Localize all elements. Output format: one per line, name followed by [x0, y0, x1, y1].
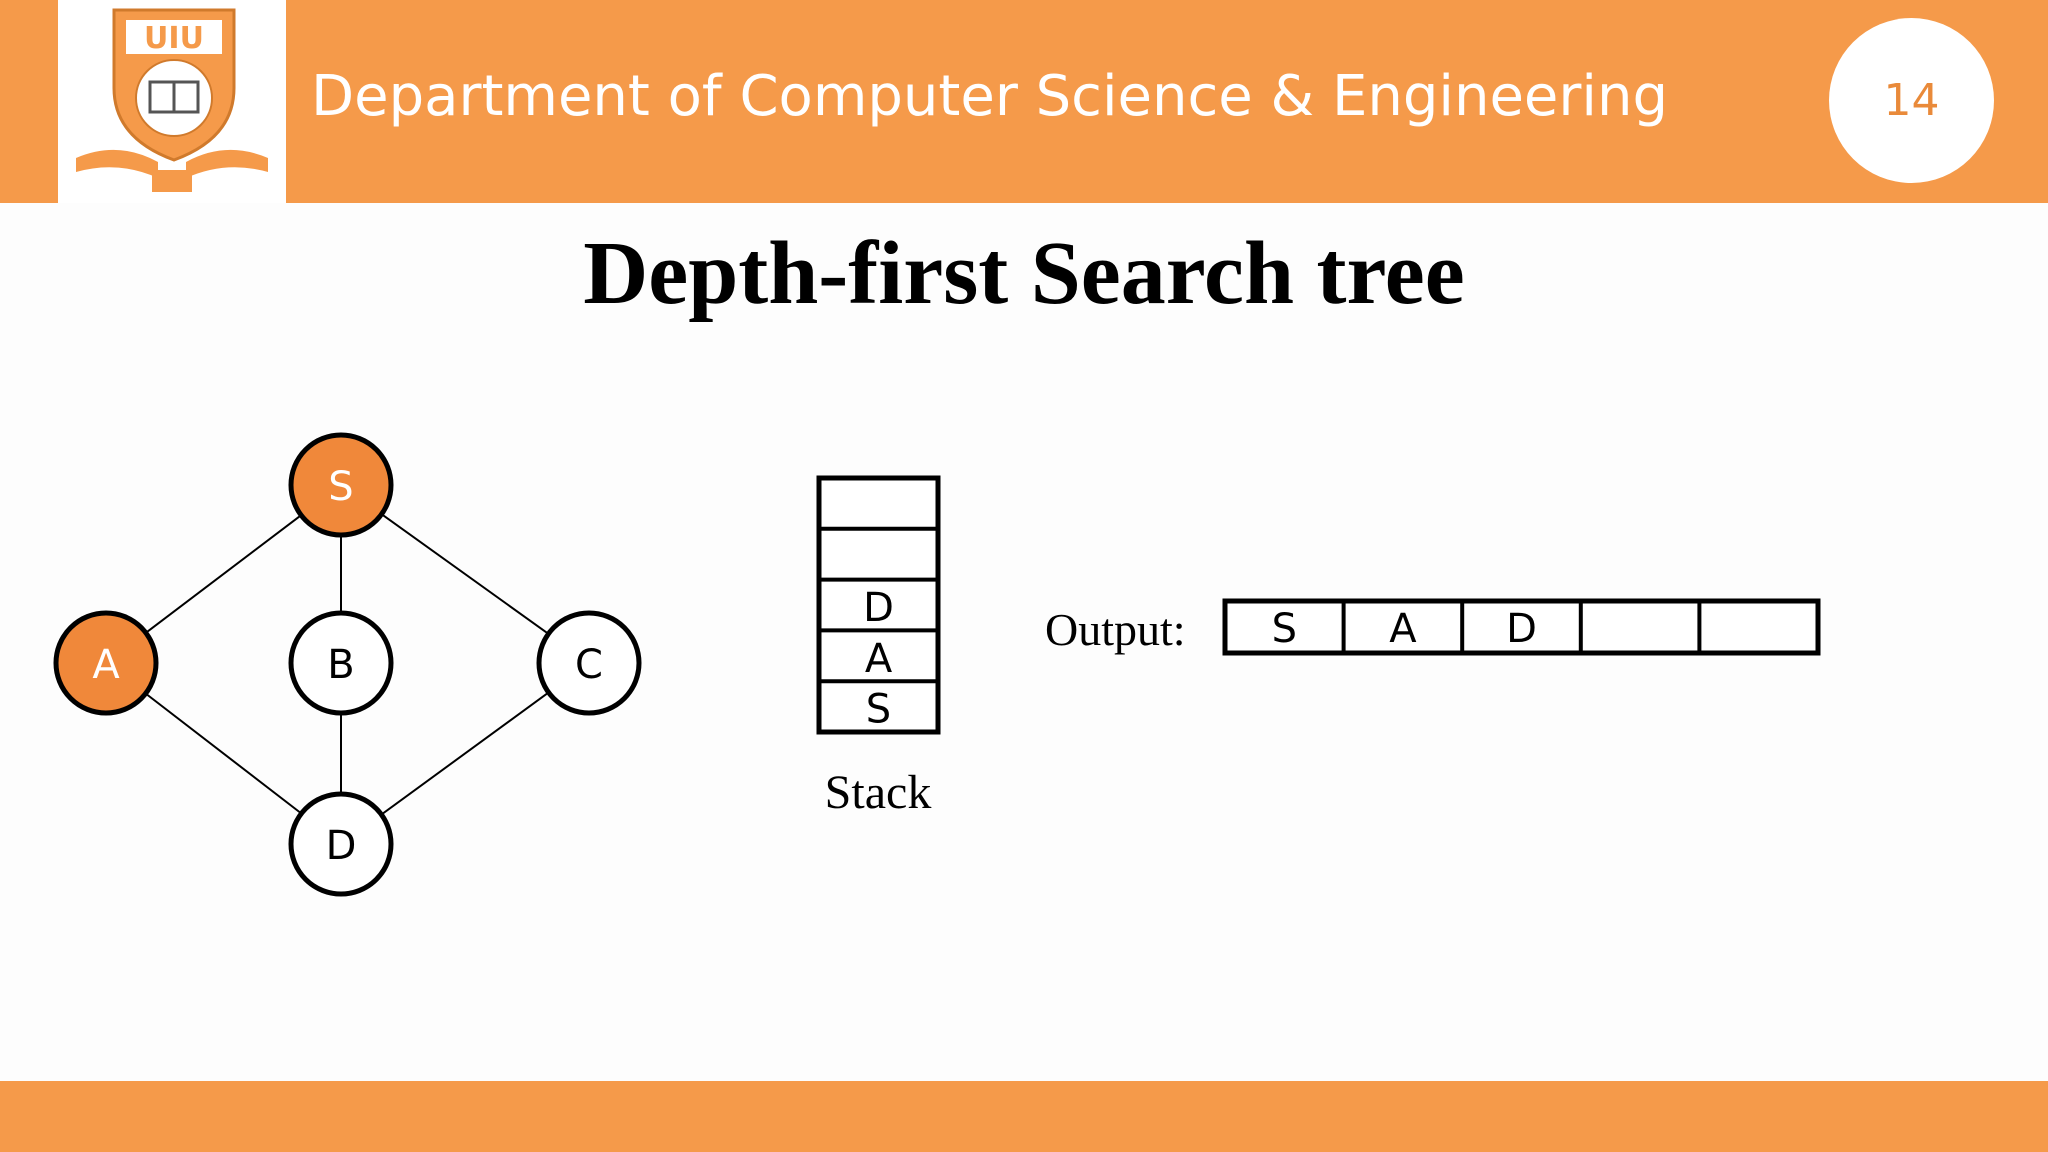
uiu-logo-icon: UIU — [76, 8, 268, 192]
node-circle — [536, 610, 642, 716]
svg-text:UIU: UIU — [144, 21, 204, 56]
page-number: 14 — [1883, 75, 1940, 126]
node-D: D — [288, 791, 394, 897]
output-frame — [1222, 598, 1821, 656]
node-label: S — [328, 464, 353, 510]
node-circle — [288, 791, 394, 897]
department-title: Department of Computer Science & Enginee… — [311, 64, 1668, 129]
stack-cell: S — [866, 687, 891, 733]
stack-cell: D — [863, 585, 894, 631]
graph-edges — [145, 513, 550, 816]
output-label: Output: — [1045, 604, 1186, 655]
stack-label: Stack — [825, 766, 932, 819]
stack-cell: A — [865, 636, 893, 682]
node-label: C — [575, 642, 603, 688]
node-circle — [288, 432, 394, 538]
node-circle — [288, 610, 394, 716]
output-cell: A — [1389, 606, 1417, 652]
node-A: A — [53, 610, 159, 716]
edge-S-C — [381, 513, 549, 635]
node-label: A — [92, 642, 120, 688]
node-C: C — [536, 610, 642, 716]
stack-frame — [816, 475, 941, 735]
node-label: B — [327, 642, 354, 688]
output-cell: S — [1272, 606, 1297, 652]
node-circle — [53, 610, 159, 716]
node-B: B — [288, 610, 394, 716]
node-label: D — [326, 823, 357, 869]
slide-title: Depth-first Search tree — [583, 224, 1465, 323]
edge-C-D — [380, 691, 550, 816]
header-band — [0, 0, 2048, 203]
node-S: S — [288, 432, 394, 538]
graph-nodes: S A B C D — [53, 432, 642, 897]
edge-S-A — [145, 514, 302, 634]
stack: DAS — [816, 475, 941, 735]
output-cell: D — [1506, 606, 1537, 652]
footer-band — [0, 1081, 2048, 1152]
logo-panel: UIU — [58, 0, 286, 203]
page-number-badge: 14 — [1829, 18, 1994, 183]
edge-A-D — [145, 692, 302, 815]
